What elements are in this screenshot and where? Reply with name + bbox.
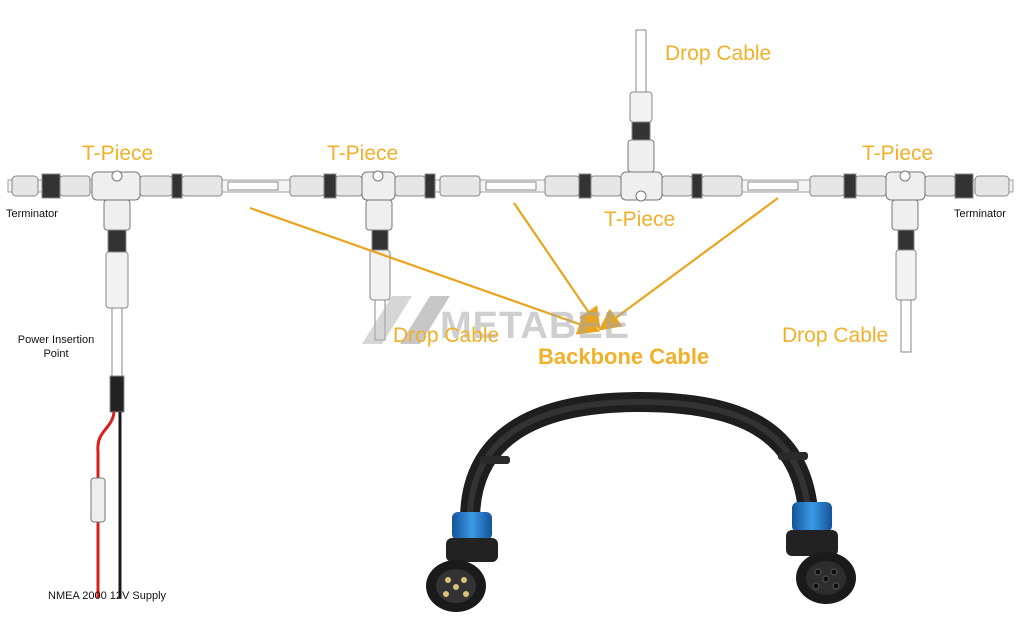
drop-cable-2-shape	[895, 229, 917, 353]
svg-text:METABEE: METABEE	[440, 305, 630, 347]
backbone-arrows	[249, 197, 779, 335]
terminator-left-label: Terminator	[6, 208, 58, 220]
female-connector	[786, 502, 856, 604]
t-piece-3-label: T-Piece	[604, 208, 676, 231]
power-insertion-line2: Point	[43, 348, 69, 360]
backbone-cable-photo	[460, 391, 818, 530]
drop-cable-top-shape	[629, 29, 653, 141]
drop-cable-1-label: Drop Cable	[393, 324, 500, 347]
t-piece-1-label: T-Piece	[82, 142, 154, 165]
power-drop-shape	[105, 229, 129, 413]
t-piece-shape-1	[91, 170, 141, 231]
power-insertion-line1: Power Insertion	[17, 334, 95, 346]
power-insertion-label: Power Insertion Point	[8, 333, 104, 361]
t-piece-2-label: T-Piece	[327, 142, 399, 165]
drop-cable-top-label: Drop Cable	[665, 42, 772, 65]
terminator-right-label: Terminator	[954, 208, 1006, 220]
t-piece-shape-4	[885, 170, 926, 231]
backbone-cable-label: Backbone Cable	[538, 344, 710, 369]
nmea-supply-label: NMEA 2000 12V Supply	[48, 590, 167, 602]
watermark-logo: METABEE	[362, 296, 630, 347]
male-connector	[426, 512, 498, 612]
t-piece-4-label: T-Piece	[862, 142, 934, 165]
drop-cable-2-label: Drop Cable	[782, 324, 889, 347]
power-wires	[90, 411, 122, 598]
t-piece-shape-3	[620, 139, 663, 202]
t-piece-shape-2	[361, 170, 396, 231]
backbone-connectors	[11, 173, 1010, 199]
